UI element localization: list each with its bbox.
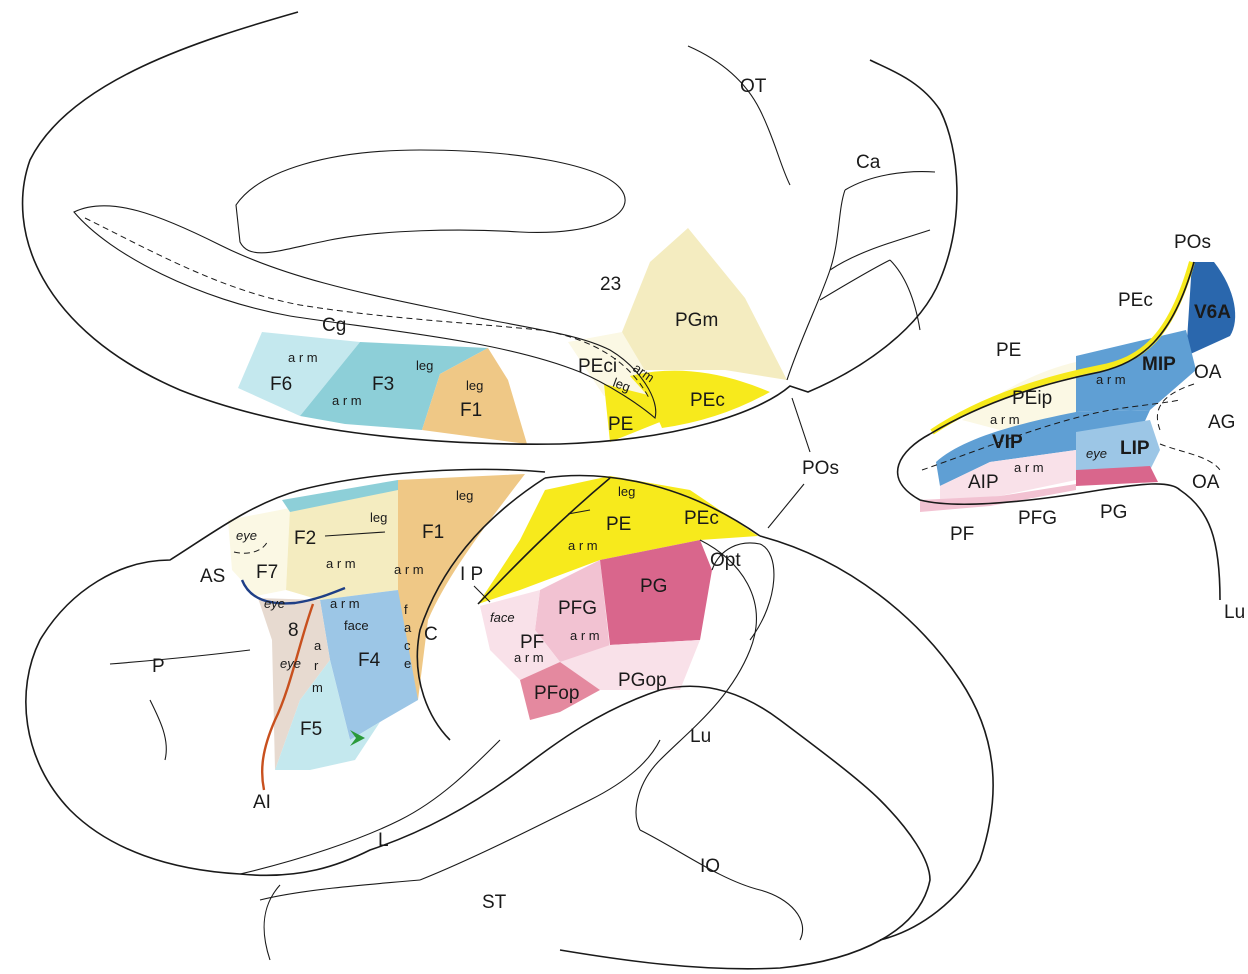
pos-pointer-up (792, 398, 810, 452)
calcarine-sulcus (830, 172, 935, 270)
pfg-label: PFG (558, 598, 597, 619)
f5-arm-letter: a (314, 638, 322, 653)
f1-medial-label: F1 (460, 400, 482, 421)
ot-label: OT (740, 76, 767, 97)
c-label: C (424, 624, 438, 645)
pe-lateral-arm-label: a r m (568, 538, 598, 553)
f3-arm-label: a r m (332, 393, 362, 408)
ca-label: Ca (856, 152, 881, 173)
mip-arm-label: a r m (1096, 372, 1126, 387)
pgop-label: PGop (618, 670, 667, 691)
oa-upper-label: OA (1194, 362, 1222, 383)
lateral-hemisphere-outline (26, 469, 930, 968)
area-8-eye-upper-label: eye (264, 596, 285, 611)
peci-label: PEci (578, 356, 617, 377)
intraparietal-sulcus-view: POs PEc V6A PE MIP OA PEip AG VIP LIP AI… (898, 232, 1246, 623)
pgm-label: PGm (675, 310, 718, 331)
pec-medial-label: PEc (690, 390, 725, 411)
frontal-sulcus-branch (150, 700, 166, 760)
pec-ips-label: PEc (1118, 290, 1153, 311)
io-label: IO (700, 856, 720, 877)
st-label: ST (482, 892, 507, 913)
peip-label: PEip (1012, 388, 1052, 409)
principal-sulcus (110, 650, 250, 664)
f5-label: F5 (300, 719, 322, 740)
pfop-label: PFop (534, 683, 579, 704)
f4-label: F4 (358, 650, 381, 671)
pf-arm-label: a r m (514, 650, 544, 665)
f2-leg-label: leg (370, 510, 387, 525)
pf-face-label: face (490, 610, 515, 625)
l-label: L (378, 830, 389, 851)
ag-label: AG (1208, 412, 1235, 433)
pe-ips-label: PE (996, 340, 1021, 361)
area-pgm-medial (622, 228, 787, 380)
f3-label: F3 (372, 374, 394, 395)
ips-oa-dashed-lower (1160, 444, 1220, 470)
f7-label: F7 (256, 562, 278, 583)
f1-face-letter: f (404, 602, 408, 617)
pfg-ips-label: PFG (1018, 508, 1057, 529)
v6a-label: V6A (1194, 302, 1231, 323)
area-8-eye-lower-label: eye (280, 656, 301, 671)
pfg-arm-label: a r m (570, 628, 600, 643)
f4-face-label: face (344, 618, 369, 633)
f5-arm-letter: r (314, 658, 319, 673)
mip-label: MIP (1142, 354, 1176, 375)
f7-eye-label: eye (236, 528, 257, 543)
ai-label: AI (253, 792, 271, 813)
lu-lateral-label: Lu (690, 726, 711, 747)
lu-ips-label: Lu (1224, 602, 1245, 623)
f1-lateral-arm-label: a r m (394, 562, 424, 577)
medial-hemisphere-view: 23 PGm Cg PEci PE PEc F6 F3 F1 a r m a r… (23, 12, 957, 444)
area-8-label: 8 (288, 620, 299, 641)
f3-leg-label: leg (416, 358, 433, 373)
lip-eye-label: eye (1086, 446, 1107, 461)
vip-label: VIP (992, 432, 1023, 453)
cg-label: Cg (322, 315, 346, 336)
f6-label: F6 (270, 374, 292, 395)
oa-lower-label: OA (1192, 472, 1220, 493)
f1-face-letter: c (404, 638, 411, 653)
f2-label: F2 (294, 528, 316, 549)
as-label: AS (200, 566, 225, 587)
pe-lateral-label: PE (606, 514, 631, 535)
superior-temporal-sulcus (420, 740, 660, 880)
f1-lateral-leg-label: leg (456, 488, 473, 503)
f1-face-letter: e (404, 656, 411, 671)
pos-label: POs (802, 458, 839, 479)
peip-arm-label: a r m (990, 412, 1020, 427)
pos-pointer-down (768, 484, 804, 528)
occipitotemporal-sulcus (688, 46, 790, 185)
temporal-lobe-outline (260, 880, 420, 960)
p-label: P (152, 656, 165, 677)
f1-medial-leg-label: leg (466, 378, 483, 393)
aip-label: AIP (968, 472, 999, 493)
pe-lateral-leg-label: leg (618, 484, 635, 499)
opt-label: Opt (710, 550, 741, 571)
f1-lateral-label: F1 (422, 522, 444, 543)
pos-ips-label: POs (1174, 232, 1211, 253)
f2-arm-label: a r m (326, 556, 356, 571)
corpus-callosum-outline (236, 150, 625, 253)
medial-sulcus-branch (820, 260, 920, 330)
f4-arm-label: a r m (330, 596, 360, 611)
parieto-occipital-sulcus-medial (787, 190, 845, 380)
lateral-hemisphere-view: F2 F7 F1 F4 F5 8 PE PEc PG PFG PF PGop P… (26, 398, 993, 969)
inferior-occipital-sulcus (640, 830, 803, 940)
pe-medial-label: PE (608, 414, 633, 435)
pf-ips-label: PF (950, 524, 974, 545)
f1-face-letter: a (404, 620, 412, 635)
lateral-posterior-outline (760, 536, 993, 940)
area-23-label: 23 (600, 274, 621, 295)
f6-arm-label: a r m (288, 350, 318, 365)
pec-lateral-label: PEc (684, 508, 719, 529)
f5-arm-letter: m (312, 680, 323, 695)
aip-arm-label: a r m (1014, 460, 1044, 475)
pg-ips-label: PG (1100, 502, 1127, 523)
pg-label: PG (640, 576, 667, 597)
ip-label: I P (460, 564, 483, 585)
lip-label: LIP (1120, 438, 1150, 459)
